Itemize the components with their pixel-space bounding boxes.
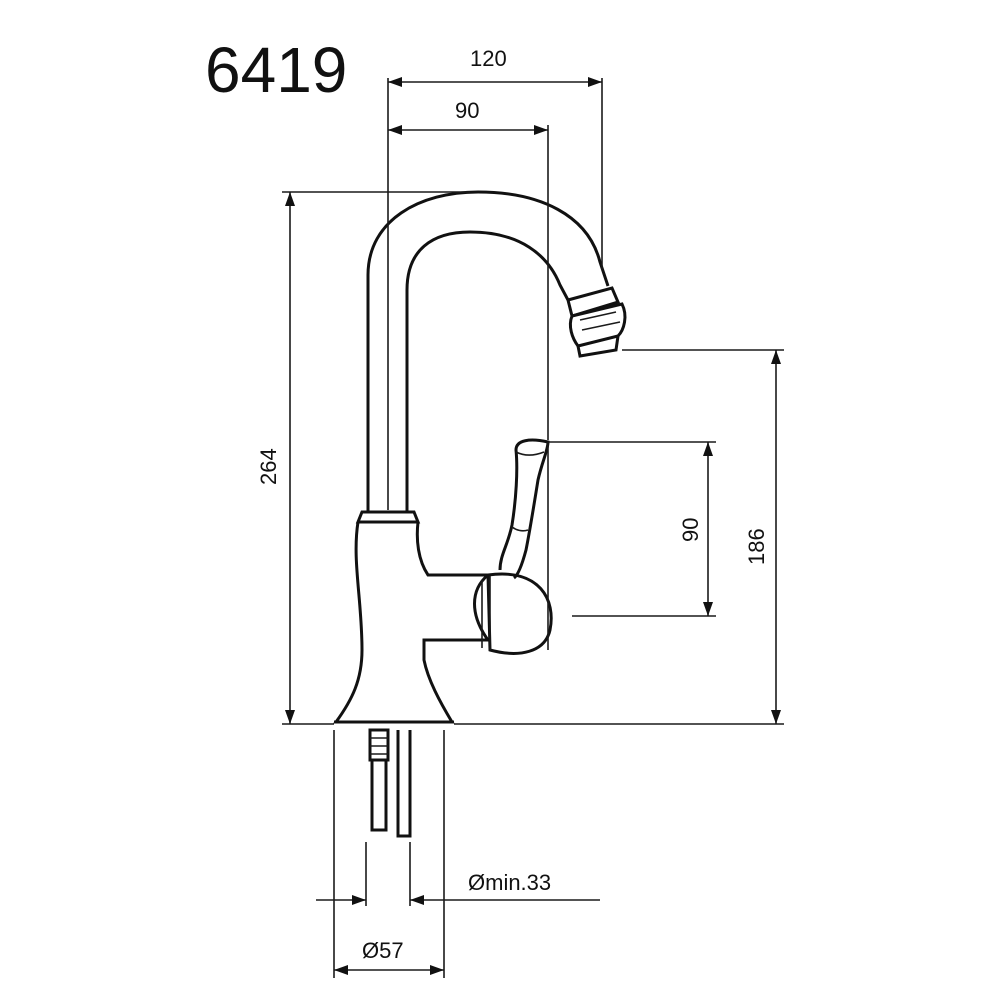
dim-spout-inner: 90 xyxy=(388,98,549,440)
model-number: 6419 xyxy=(205,34,347,106)
spout-inner xyxy=(405,230,570,512)
supply-pipes xyxy=(368,728,412,838)
dim-base-diameter-label: Ø57 xyxy=(362,938,404,963)
body-collar xyxy=(355,510,421,524)
lever-handle xyxy=(498,438,550,580)
body-lower xyxy=(333,521,493,724)
spout-outer xyxy=(366,190,610,512)
dim-hole-diameter-label: Ømin.33 xyxy=(468,870,551,895)
dim-spout-reach: 120 xyxy=(387,46,603,510)
faucet-outline xyxy=(333,190,627,838)
dim-handle-travel: 90 xyxy=(548,441,716,617)
aerator xyxy=(566,286,621,318)
dim-total-height: 264 xyxy=(256,191,470,725)
dim-spout-inner-label: 90 xyxy=(455,98,479,123)
dim-total-height-label: 264 xyxy=(256,448,281,485)
dim-spout-reach-label: 120 xyxy=(470,46,507,71)
dim-base-diameter: Ø57 xyxy=(333,730,445,978)
dim-handle-travel-label: 90 xyxy=(678,518,703,542)
dim-outlet-height: 186 xyxy=(454,349,784,725)
handle-hub xyxy=(486,572,553,655)
dim-outlet-height-label: 186 xyxy=(744,528,769,565)
dim-hole-diameter: Ømin.33 xyxy=(316,842,600,906)
